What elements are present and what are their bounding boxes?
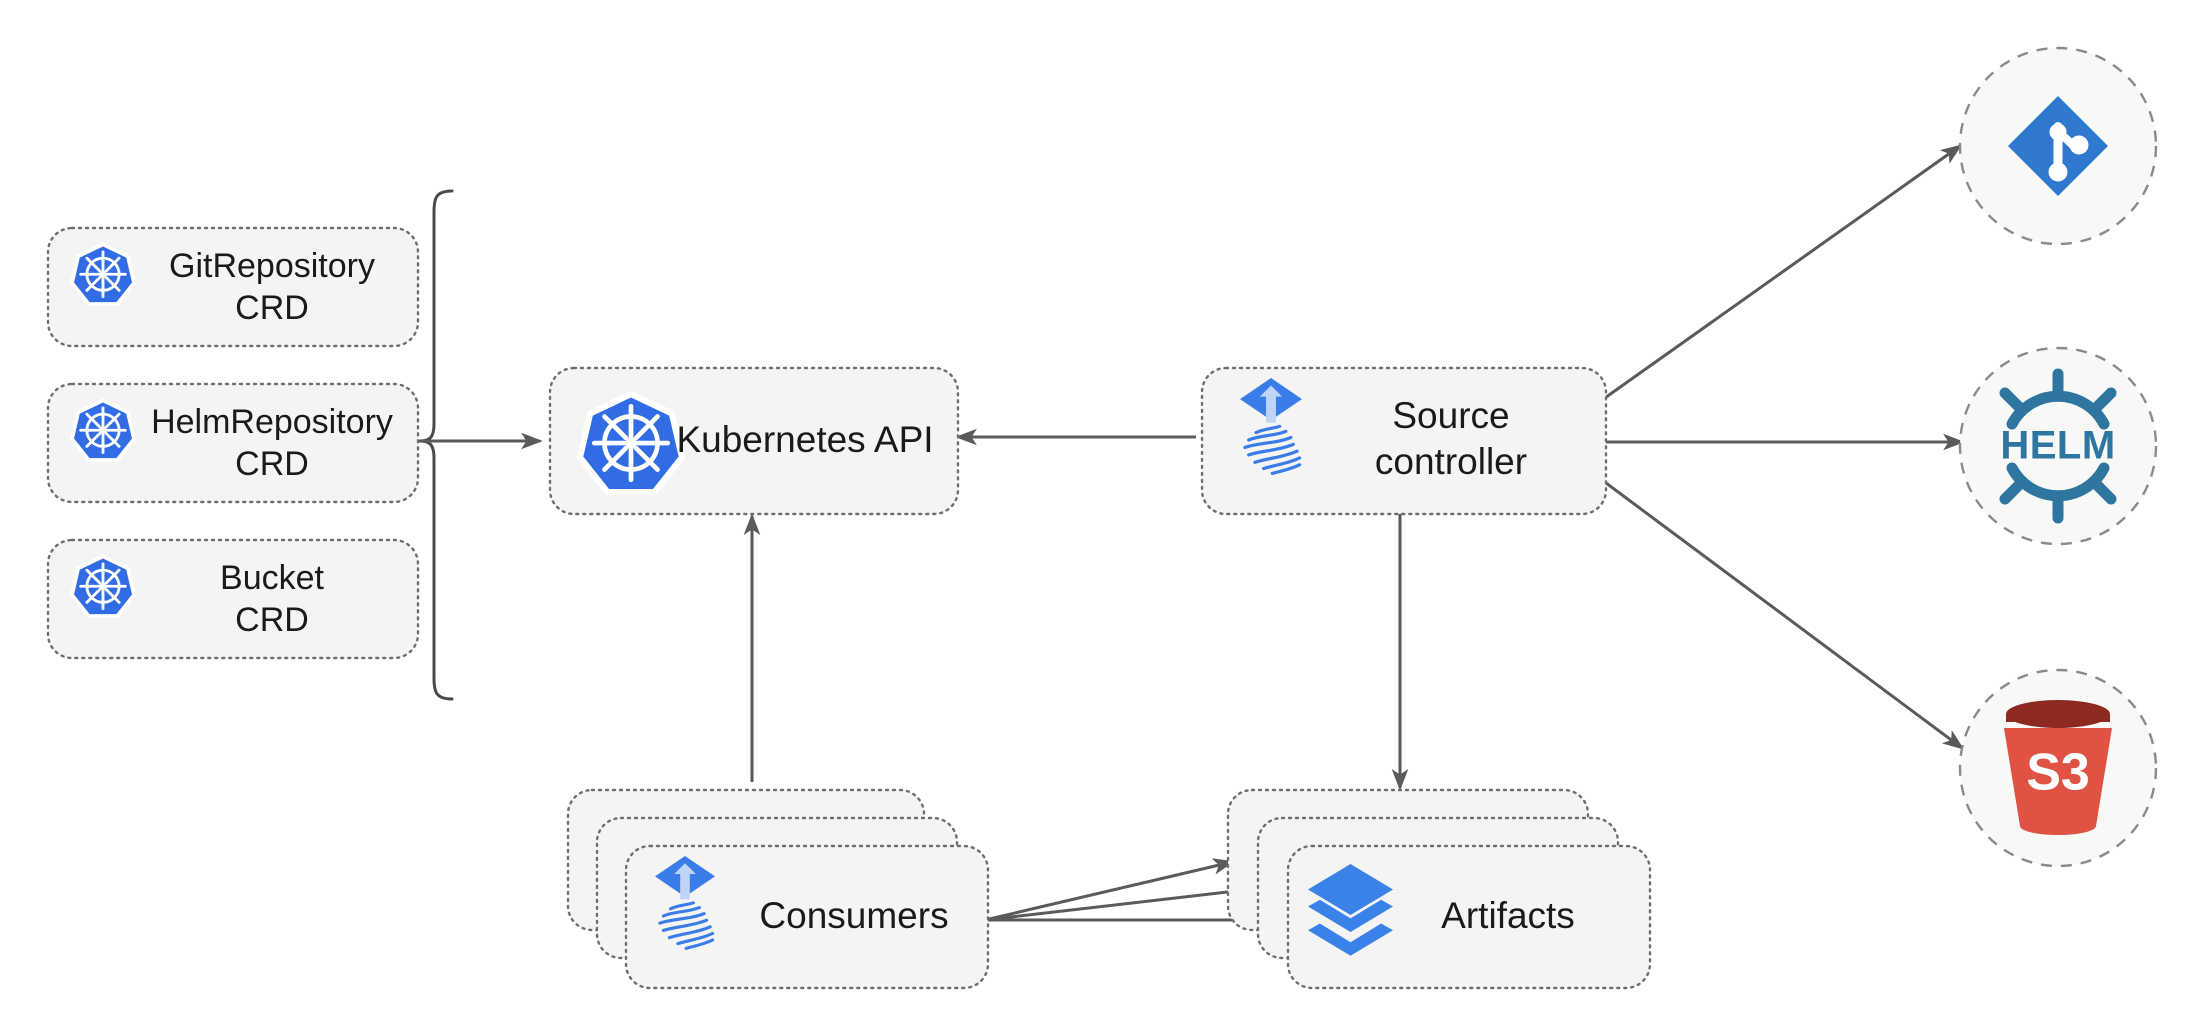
crd-card-bucket[interactable]: Bucket CRD	[46, 538, 420, 660]
node-s3-source[interactable]: S3	[1958, 668, 2158, 868]
kubernetes-icon	[70, 242, 136, 306]
s3-label: S3	[2026, 744, 2090, 802]
node-consumers[interactable]: Consumers	[566, 788, 990, 990]
crd-label-line2: CRD	[235, 601, 309, 639]
helm-icon	[1999, 368, 2117, 524]
kubernetes-icon	[70, 554, 136, 618]
node-git-source[interactable]	[1958, 46, 2158, 246]
source-controller-label-line2: controller	[1375, 441, 1527, 482]
kubernetes-api-label: Kubernetes API	[676, 419, 933, 460]
source-controller-label-line1: Source	[1392, 395, 1509, 436]
helm-label: HELM	[2000, 424, 2115, 468]
crd-label-line1: Bucket	[220, 559, 324, 597]
node-helm-source[interactable]: HELM	[1958, 346, 2158, 546]
crd-label-line2: CRD	[235, 445, 309, 483]
crd-label-line1: HelmRepository	[151, 403, 393, 441]
edge-source-controller-to-s3	[1601, 478, 1965, 750]
node-source-controller[interactable]: Source controller	[1200, 366, 1608, 516]
s3-bucket-icon	[2004, 700, 2112, 835]
edge-consumers-to-artifacts-2	[984, 881, 1265, 922]
node-artifacts[interactable]: Artifacts	[1226, 788, 1652, 990]
crd-label-line1: GitRepository	[169, 247, 375, 285]
crd-label-line2: CRD	[235, 289, 309, 327]
kubernetes-icon	[70, 398, 136, 462]
edge-consumers-to-artifacts-1	[984, 858, 1235, 922]
node-kubernetes-api[interactable]: Kubernetes API	[548, 366, 960, 516]
consumers-label: Consumers	[759, 895, 948, 936]
artifacts-label: Artifacts	[1441, 895, 1575, 936]
crd-card-gitrepository[interactable]: GitRepository CRD	[46, 226, 420, 348]
crd-card-helmrepository[interactable]: HelmRepository CRD	[46, 382, 420, 504]
edge-source-controller-to-git	[1601, 144, 1963, 402]
kubernetes-icon	[580, 394, 682, 492]
